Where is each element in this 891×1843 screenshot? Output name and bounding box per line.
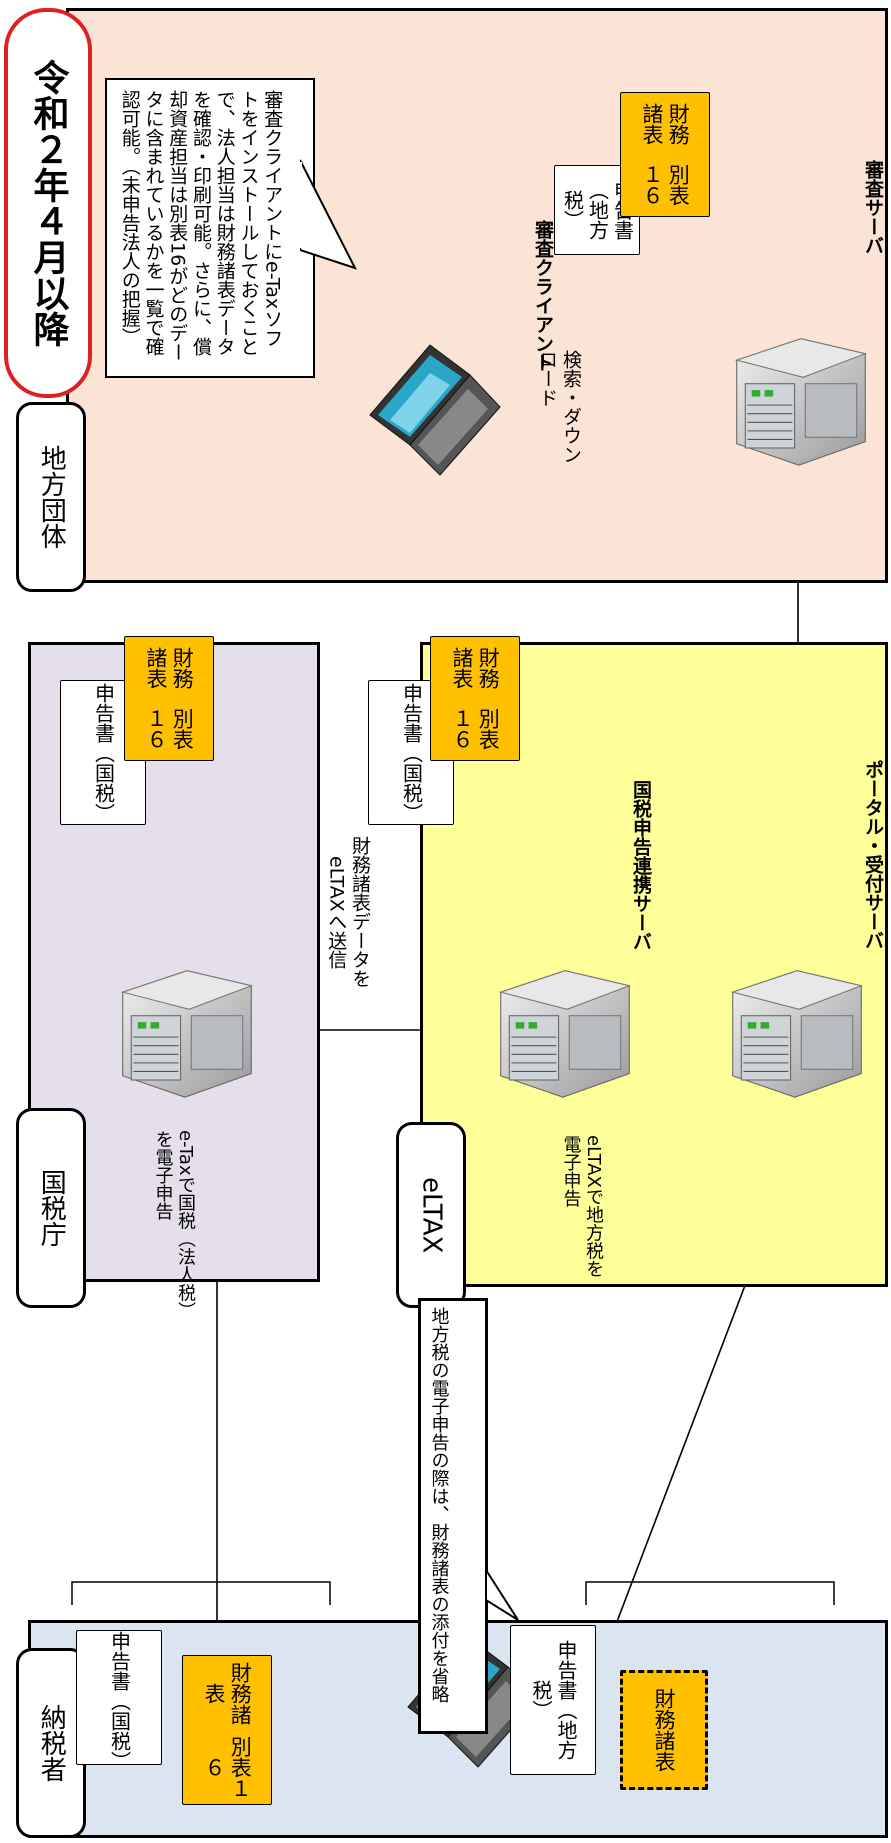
callout-top-text: 審査クライアントにe-Taxソフトをインストールしておくことで、法人担当は財務諸…	[107, 80, 293, 376]
doc-betsu-text: 別表１６	[201, 1730, 254, 1804]
chiho-bracket	[586, 1582, 834, 1605]
doc-zaimu-eltax: 財務諸表別表１６	[430, 636, 520, 761]
doc-betsu-text: 別表１６	[449, 699, 502, 761]
callout-bottom-text: 地方税の電子申告の際は、財務諸表の添付を省略	[421, 1301, 456, 1731]
label-search-download: 検索・ダウンロード	[520, 350, 582, 480]
doc-zaimu-text: 財務諸表	[143, 637, 196, 699]
doc-zaimu-kokuzeicho: 財務諸表別表１６	[124, 636, 214, 761]
server-icon-kokuzei	[112, 960, 262, 1110]
caption-shinsa-server: 審査サーバ	[852, 160, 884, 330]
kokuzei-bracket	[72, 1582, 330, 1605]
server-icon-portal	[722, 960, 872, 1110]
laptop-icon-shinsa	[360, 340, 510, 490]
label-etax: e-Taxで国税（法人税）を電子申告	[100, 1130, 196, 1320]
doc-chiho-nozeisha: 申告書（地方税）	[510, 1625, 596, 1775]
callout-bottom: 地方税の電子申告の際は、財務諸表の添付を省略	[418, 1298, 488, 1734]
caption-portal-server: ポータル・受付サーバ	[852, 760, 884, 990]
doc-betsu-text: 別表１６	[639, 155, 692, 217]
doc-zaimu-text: 財務諸表	[201, 1656, 254, 1730]
label-eltax: eLTAXで地方税を電子申告	[508, 1135, 604, 1285]
label-kokuzei: 国税庁	[16, 1108, 86, 1308]
doc-zaimu-shinsa: 財務諸表別表１６	[620, 92, 710, 217]
doc-kokuzei-nozeisha: 申告書（国税）	[76, 1630, 162, 1765]
server-icon-renkei	[490, 960, 640, 1110]
doc-zaimu-text: 財務諸表	[449, 637, 502, 699]
doc-zaimu-nozeisha: 財務諸表別表１６	[182, 1655, 272, 1805]
callout-top-tail	[300, 150, 360, 270]
label-jichitai: 地方団体	[16, 402, 86, 592]
callout-top: 審査クライアントにe-Taxソフトをインストールしておくことで、法人担当は財務諸…	[105, 78, 315, 378]
caption-renkei-server: 国税申告連携サーバ	[620, 780, 652, 990]
doc-betsu-text: 別表１６	[143, 699, 196, 761]
doc-zaimu-text: 財務諸表	[639, 93, 692, 155]
callout-bottom-tail	[484, 1560, 520, 1630]
doc-zaimu-dashed: 財務諸表	[620, 1670, 708, 1790]
label-send-financial: 財務諸表データをeLTAXへ送信	[285, 812, 371, 1012]
page-title: 令和２年４月以降	[4, 8, 92, 398]
label-eltax: eLTAX	[396, 1122, 466, 1308]
server-icon-shinsa	[726, 328, 876, 478]
